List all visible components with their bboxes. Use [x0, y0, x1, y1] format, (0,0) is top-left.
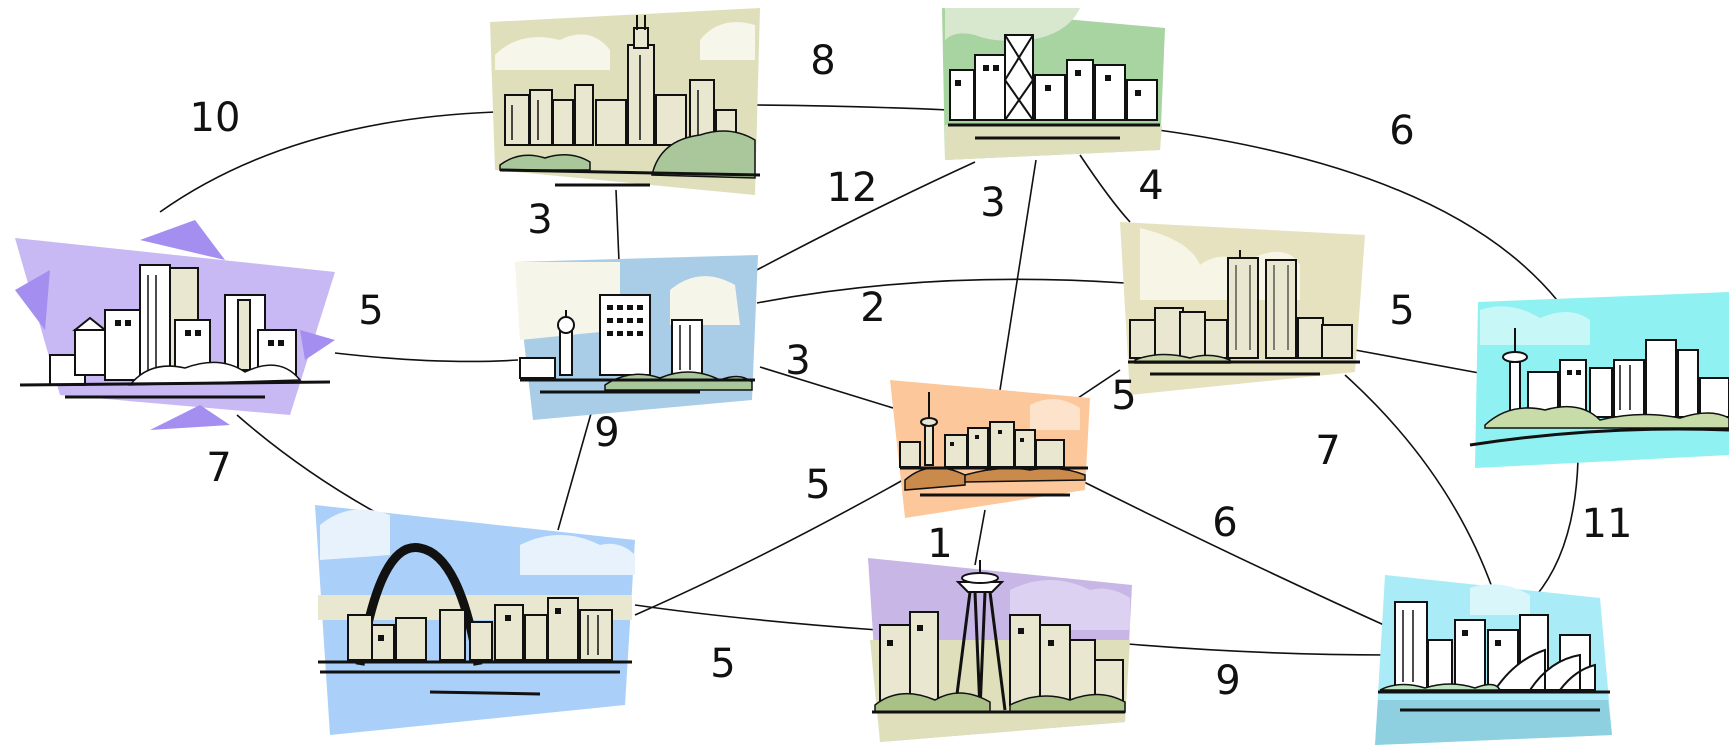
edge-weight-label: 2	[860, 285, 885, 331]
city-8-arch	[355, 543, 483, 666]
city-7-cloud	[1030, 399, 1080, 430]
city-5-skyline	[1129, 250, 1353, 359]
edge-weight-label: 6	[1212, 500, 1237, 546]
city-6-bush	[1484, 405, 1729, 429]
city-3-shoreline	[19, 380, 331, 387]
city-10-opera-house	[1493, 648, 1596, 691]
edge-weight-label: 10	[190, 95, 241, 141]
edge-city-5-city-6	[1354, 349, 1491, 376]
city-6-skyline	[1502, 328, 1729, 418]
city-5-node[interactable]	[1120, 222, 1365, 395]
city-9-skyline	[879, 560, 1124, 711]
edge-city-4-city-5	[756, 278, 1126, 304]
edge-city-4-city-7	[759, 366, 894, 409]
city-3-shape	[150, 405, 230, 430]
city-3-shape	[300, 330, 335, 360]
city-2-ground	[945, 125, 1162, 160]
edge-weight-label: 11	[1582, 501, 1633, 547]
edge-weight-label: 4	[1138, 163, 1163, 209]
city-3-shape	[140, 220, 225, 260]
city-1-bush	[651, 130, 756, 179]
edge-weight-label: 5	[710, 641, 735, 687]
city-3-skyline	[49, 264, 297, 386]
city-1-cloud	[700, 22, 755, 60]
edge-weight-label: 5	[1111, 373, 1136, 419]
city-1-cloud	[495, 34, 610, 70]
city-10-bush	[1379, 683, 1502, 691]
edge-weight-label: 3	[527, 197, 552, 243]
city-3-cloud	[128, 361, 302, 386]
city-9-node[interactable]	[868, 558, 1132, 742]
city-8-cloud	[520, 535, 635, 575]
city-1-node[interactable]	[490, 8, 761, 195]
city-2-node[interactable]	[942, 8, 1165, 160]
city-4-node[interactable]	[515, 255, 758, 420]
edge-city-6-city-10	[1534, 459, 1579, 598]
city-4-skyline	[519, 294, 703, 379]
edge-city-3-city-1	[159, 111, 496, 213]
city-8-shoreline	[429, 690, 541, 696]
edge-city-7-city-9	[974, 509, 986, 566]
city-8-node[interactable]	[315, 505, 635, 735]
city-4-cloud	[515, 262, 620, 340]
city-10-water	[1375, 700, 1612, 745]
city-6-node[interactable]	[1469, 292, 1729, 468]
city-9-bush	[1009, 693, 1126, 713]
city-9-bush	[874, 692, 991, 713]
edge-city-3-city-4	[334, 352, 519, 363]
city-6-cloud	[1480, 306, 1590, 345]
city-8-skyline	[347, 543, 613, 666]
edge-city-7-city-8	[634, 479, 904, 616]
city-3-node[interactable]	[15, 220, 335, 430]
edge-weight-label: 7	[206, 445, 231, 491]
edge-city-5-city-10	[1344, 374, 1494, 591]
edge-weight-label: 12	[827, 165, 878, 211]
edge-weight-label: 3	[785, 338, 810, 384]
city-8-cloud	[320, 509, 390, 560]
edge-city-4-city-8	[557, 409, 593, 531]
city-10-skyline	[1394, 601, 1596, 691]
edge-city-3-city-8	[236, 414, 376, 513]
edge-city-9-city-10	[1127, 643, 1391, 656]
city-10-cloud	[1470, 584, 1530, 615]
edge-city-1-city-2	[754, 104, 949, 111]
edge-weight-label: 6	[1389, 108, 1414, 154]
city-7-node[interactable]	[890, 380, 1090, 518]
edge-city-2-city-4	[752, 161, 976, 273]
city-1-bush	[499, 154, 591, 171]
edge-weight-label: 3	[980, 180, 1005, 226]
edge-city-8-city-9	[634, 604, 879, 631]
edge-weight-label: 8	[810, 38, 835, 84]
city-3-shape	[15, 270, 50, 330]
city-2-cloud	[945, 8, 1080, 41]
edge-weight-label: 7	[1315, 428, 1340, 474]
city-7-bush	[964, 467, 1086, 483]
edge-city-2-city-5	[1079, 154, 1131, 223]
edge-city-2-city-6	[1157, 129, 1558, 301]
edge-weight-label: 9	[1215, 658, 1240, 704]
edge-weight-label: 1	[927, 521, 952, 567]
city-1-shoreline	[499, 168, 761, 177]
city-10-node[interactable]	[1375, 575, 1612, 745]
edge-weight-label: 5	[805, 462, 830, 508]
edge-city-7-city-10	[1079, 479, 1396, 631]
edge-city-5-city-7	[1074, 369, 1121, 401]
city-1-skyline	[504, 15, 737, 146]
edge-city-2-city-7	[999, 159, 1037, 391]
city-2-skyline	[949, 34, 1158, 121]
edge-weight-label: 9	[594, 410, 619, 456]
edge-weight-label: 5	[358, 288, 383, 334]
edge-weight-label: 5	[1389, 288, 1414, 334]
city-6-shoreline	[1469, 427, 1729, 447]
edge-city-1-city-4	[615, 189, 620, 263]
city-5-cloud	[1140, 228, 1300, 300]
city-4-cloud	[670, 276, 740, 325]
